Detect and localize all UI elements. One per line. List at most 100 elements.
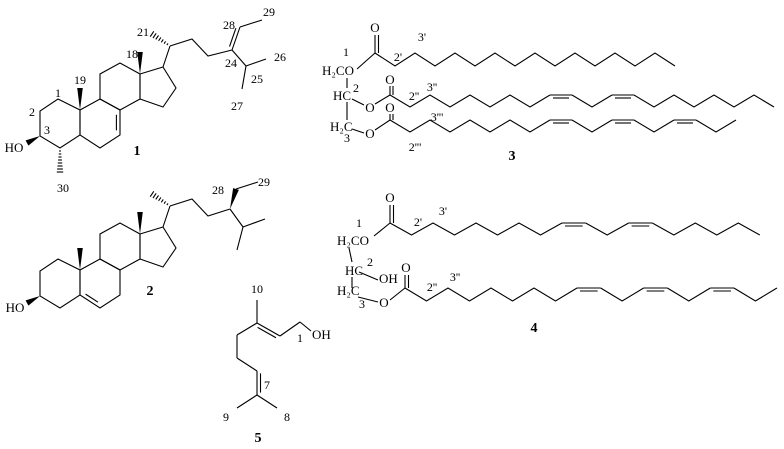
carbon-chain xyxy=(585,222,629,236)
hydroxyl-label: OH xyxy=(379,271,398,286)
compound-number: 2 xyxy=(147,284,154,299)
atom-label-c1: 1 xyxy=(55,86,61,100)
hashed-bond xyxy=(163,201,167,204)
carbon-chain xyxy=(652,222,761,236)
carbonyl-oxygen-label: O xyxy=(385,100,394,115)
carbon-chain xyxy=(600,287,644,302)
single-bond xyxy=(279,321,301,337)
hashed-bond xyxy=(166,203,169,206)
carbonyl-oxygen-label: O xyxy=(401,260,410,275)
carbon-chain xyxy=(389,222,563,236)
atom-label-c2pp: 2'' xyxy=(409,89,419,103)
atom-label-c28: 28 xyxy=(212,183,224,197)
atom-label-c2: 2 xyxy=(367,255,373,269)
double-bond-inner-line xyxy=(85,293,99,303)
wedge-bond xyxy=(230,188,239,209)
carbonyl-oxygen-label: O xyxy=(385,190,394,205)
carbonyl-oxygen-label: O xyxy=(370,20,379,35)
single-bond xyxy=(242,218,266,228)
carbon-chain xyxy=(695,119,737,133)
atom-label-c18: 18 xyxy=(126,47,138,61)
wedge-bond xyxy=(77,248,83,270)
ring-c xyxy=(99,222,141,271)
hc-label: HC xyxy=(333,88,351,103)
carbon-chain xyxy=(389,94,551,108)
single-bond xyxy=(357,296,379,303)
hashed-bond xyxy=(149,191,155,197)
atom-label-c1: 1 xyxy=(297,331,303,345)
atom-label-c2: 2 xyxy=(353,81,359,95)
carbon-chain xyxy=(733,287,778,302)
atom-label-c3p: 3' xyxy=(439,204,447,218)
atom-label-c1: 1 xyxy=(356,216,362,230)
hashed-bond xyxy=(158,197,162,202)
atom-label-c3: 3 xyxy=(359,297,365,311)
single-bond xyxy=(351,128,365,134)
ester-oxygen-label: O xyxy=(379,295,388,310)
hydroxyl-label: OH xyxy=(312,327,331,342)
hc-label: HC xyxy=(345,263,363,278)
hydroxyl-label: HO xyxy=(6,300,25,315)
single-bond xyxy=(236,394,258,409)
atom-label-c3pp: 3'' xyxy=(427,80,437,94)
carbonyl-oxygen-label: O xyxy=(385,72,394,87)
bond-lines xyxy=(25,19,778,409)
hashed-bond xyxy=(149,31,155,37)
compound-1: 1 2 3 HO 30 19 18 21 28 29 24 26 25 27 1 xyxy=(5,5,286,195)
wedge-bond xyxy=(137,52,143,74)
single-bond xyxy=(299,321,312,332)
hydroxyl-label: HO xyxy=(5,140,24,155)
ring-d xyxy=(139,226,177,268)
side-chain xyxy=(169,38,233,57)
compound-5: 10 1 OH 7 9 8 5 xyxy=(223,282,331,446)
h2co-label: H₂CO xyxy=(337,233,369,248)
atom-label-c24: 24 xyxy=(225,56,237,70)
ring-d xyxy=(139,66,177,108)
hashed-bond xyxy=(163,41,167,44)
atom-label-c7: 7 xyxy=(264,378,270,392)
carbon-chain xyxy=(389,119,551,133)
hashed-bond xyxy=(166,43,169,46)
single-bond xyxy=(256,394,278,409)
double-bond-second-line xyxy=(257,326,277,339)
ring-a xyxy=(39,258,81,309)
single-bond xyxy=(374,119,391,131)
carbon-chain xyxy=(667,287,711,302)
hashed-bond xyxy=(155,195,159,200)
single-bond xyxy=(374,94,391,105)
atom-label-c29: 29 xyxy=(258,175,270,189)
atom-label-c26: 26 xyxy=(274,50,286,64)
compound-2: 28 29 HO 2 xyxy=(6,175,270,315)
hashed-bond xyxy=(155,35,159,40)
hashed-bond xyxy=(160,39,164,43)
atom-label-c25: 25 xyxy=(251,72,263,86)
single-bond xyxy=(245,58,267,67)
atom-label-c28: 28 xyxy=(223,18,235,32)
atom-label-c3: 3 xyxy=(344,131,350,145)
glycerol-bond xyxy=(348,247,353,263)
single-bond xyxy=(239,19,263,28)
compound-number: 5 xyxy=(255,431,262,446)
single-bond xyxy=(231,49,247,67)
wedge-bond xyxy=(77,88,83,110)
single-bond xyxy=(389,287,406,301)
single-bond xyxy=(358,271,379,281)
atom-label-c9: 9 xyxy=(223,410,229,424)
wedge-bond xyxy=(137,212,143,234)
atom-label-c2p: 2' xyxy=(414,215,422,229)
atom-label-c2ppp: 2''' xyxy=(409,140,422,154)
carbon-chain xyxy=(571,94,613,108)
atom-label-c1: 1 xyxy=(343,45,349,59)
single-bond xyxy=(351,98,365,106)
hashed-bond xyxy=(152,33,157,39)
compound-number: 3 xyxy=(509,149,516,164)
carbon-chain xyxy=(633,94,775,108)
atom-label-c2: 2 xyxy=(29,105,35,119)
atom-label-c27: 27 xyxy=(231,99,243,113)
atom-label-c21: 21 xyxy=(137,25,149,39)
atom-label-c2p: 2' xyxy=(394,50,402,64)
ester-oxygen-label: O xyxy=(365,100,374,115)
wedge-bond xyxy=(25,296,40,306)
compound-number: 1 xyxy=(134,144,141,159)
atom-label-c30: 30 xyxy=(57,181,69,195)
